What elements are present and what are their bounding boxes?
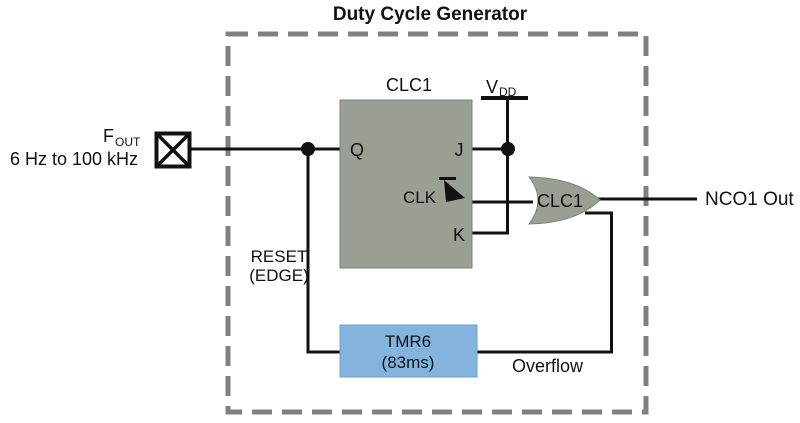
junction-group — [301, 142, 515, 156]
overflow-label: Overflow — [512, 356, 584, 376]
clc1-flipflop-title: CLC1 — [386, 75, 432, 95]
or-gate — [527, 176, 601, 225]
reset-label-line2: (EDGE) — [249, 266, 309, 285]
nco1-out-label: NCO1 Out — [705, 189, 794, 210]
reset-label: RESET (EDGE) — [249, 247, 309, 285]
reset-label-line1: RESET — [251, 247, 308, 266]
tmr6-label-line1: TMR6 — [385, 332, 431, 351]
pin-label-q: Q — [350, 140, 364, 160]
vdd-label-sub: DD — [499, 85, 517, 99]
clc1-flipflop-block — [339, 99, 473, 269]
fout-pad-icon — [154, 131, 192, 169]
diagram-title: Duty Cycle Generator — [333, 4, 528, 25]
fout-label: F OUT 6 Hz to 100 kHz — [10, 126, 141, 169]
reset-wire — [306, 150, 341, 354]
overflow-feedback-wire — [477, 211, 613, 354]
wire-group — [189, 96, 697, 354]
junction-dot-fout — [301, 142, 315, 156]
or-gate-label: CLC1 — [537, 191, 583, 211]
dashed-boundary — [225, 31, 649, 415]
fout-label-main: F — [103, 126, 114, 146]
pin-label-j: J — [455, 140, 464, 160]
pin-label-k: K — [453, 225, 465, 245]
tmr6-label-line2: (83ms) — [382, 353, 435, 372]
fout-range-label: 6 Hz to 100 kHz — [10, 149, 138, 169]
vdd-label: V DD — [486, 77, 517, 99]
pin-label-clk: CLK — [403, 188, 437, 207]
junction-dot-j — [501, 142, 515, 156]
clock-edge-icon — [439, 177, 465, 202]
vdd-label-main: V — [486, 77, 498, 97]
fout-label-sub: OUT — [115, 135, 141, 149]
tmr6-block — [339, 324, 478, 378]
